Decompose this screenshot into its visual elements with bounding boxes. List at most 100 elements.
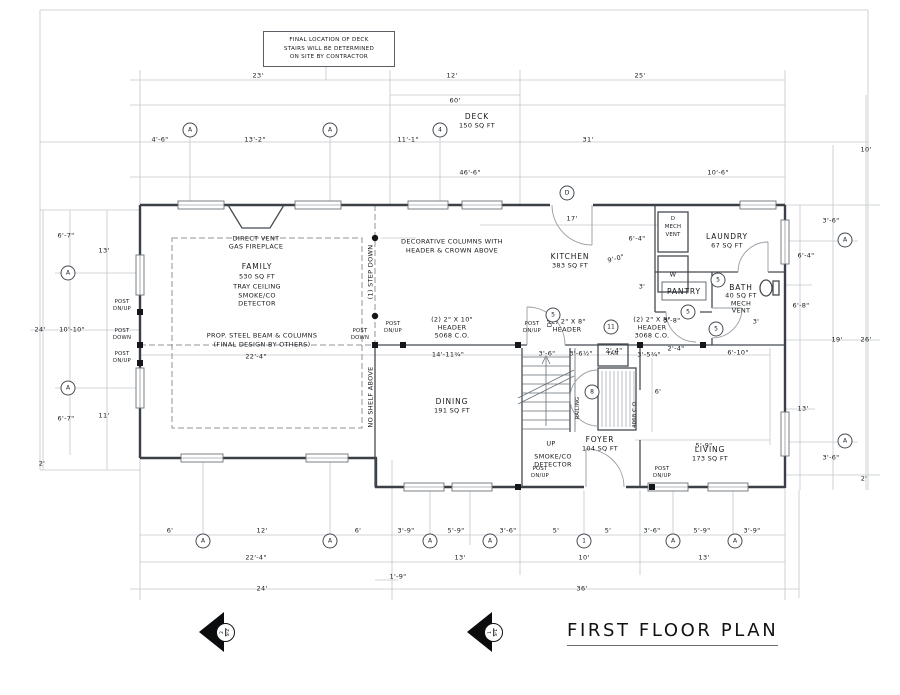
section-number: 1 xyxy=(487,631,493,634)
window-marker: A xyxy=(837,232,853,248)
dim-label: 12' xyxy=(446,71,458,80)
dim-label: 4'-6" xyxy=(151,135,169,144)
windows xyxy=(135,200,790,492)
dim-label: 3'-5¾" xyxy=(637,350,661,359)
dim-label: 46'-6" xyxy=(459,168,481,177)
room-name-laundry: LAUNDRY xyxy=(706,232,748,242)
dim-label: 31' xyxy=(582,135,594,144)
section-bubble: 1 S-1 xyxy=(484,623,503,642)
section-number: 2 xyxy=(219,631,225,634)
room-name-deck: DECK xyxy=(464,112,490,122)
dim-label: 17' xyxy=(566,214,578,223)
dim-label: 11' xyxy=(98,411,110,420)
window-marker: A xyxy=(60,380,76,396)
room-name-pantry: PANTRY xyxy=(666,287,702,297)
no-shelf-note: NO SHELF ABOVE xyxy=(366,366,375,428)
washer-box xyxy=(657,255,689,293)
post-label: POST xyxy=(114,328,130,335)
room-note: SMOKE/CO xyxy=(238,291,276,300)
room-name-dining: DINING xyxy=(435,397,469,407)
note-line: STAIRS WILL BE DETERMINED xyxy=(283,45,375,52)
dim-label: 3'-6" xyxy=(643,526,661,535)
dim-label: 6'-4" xyxy=(797,251,815,260)
step-down-note: (1) STEP DOWN xyxy=(366,244,375,300)
post-label: DN/UP xyxy=(523,328,541,335)
door-marker: 8 xyxy=(584,384,600,400)
dim-label: 3'-8" xyxy=(663,316,681,325)
post-label: DN/UP xyxy=(384,328,402,335)
drawing-title: FIRST FLOOR PLAN xyxy=(567,620,779,646)
dim-label: 6' xyxy=(166,526,174,535)
window-marker: A xyxy=(60,265,76,281)
dim-label: 2' xyxy=(860,474,868,483)
section-sheet: S-2 xyxy=(225,628,232,637)
dim-label: 3'-6" xyxy=(499,526,517,535)
door-marker: 1 xyxy=(576,533,592,549)
door-marker: 11 xyxy=(603,319,619,335)
dim-label: 10' xyxy=(578,553,590,562)
dim-label: 6'-7" xyxy=(57,414,75,423)
room-area-laundry: 67 SQ FT xyxy=(711,241,743,250)
dim-label: 60' xyxy=(449,96,461,105)
dim-label: 19' xyxy=(831,335,843,344)
interior-walls xyxy=(227,204,785,487)
dim-label: 24' xyxy=(256,584,268,593)
dim-label: 2'-4" xyxy=(605,346,623,355)
header-note: (2) 2" X 8" xyxy=(548,317,586,326)
toilet xyxy=(759,279,773,297)
dim-label: 13'-2" xyxy=(244,135,266,144)
dim-label: 1'-9" xyxy=(389,572,407,581)
dim-label: 25' xyxy=(634,71,646,80)
room-area-family: 530 SQ FT xyxy=(238,272,276,281)
dim-label: 10' xyxy=(860,145,872,154)
dim-label: 10'-10" xyxy=(59,325,85,334)
dim-label: 13' xyxy=(698,553,710,562)
dim-label: 3'-6" xyxy=(538,349,556,358)
dim-label: 5'-9" xyxy=(447,526,465,535)
section-marker-1: 1 S-1 xyxy=(467,612,513,652)
room-area-kitchen: 383 SQ FT xyxy=(551,261,589,270)
header-note: HEADER xyxy=(552,325,582,334)
post-label: DOWN xyxy=(350,335,370,342)
dim-label: 5'-9" xyxy=(695,441,713,450)
post-label: POST xyxy=(114,351,130,358)
post-label: DN/UP xyxy=(653,473,671,480)
decorative-columns-note: DECORATIVE COLUMNS WITH xyxy=(401,237,503,246)
header-note: HEADER xyxy=(437,323,467,332)
stairs xyxy=(517,348,576,432)
smoke-detector-note: SMOKE/CO xyxy=(534,452,572,461)
fan-label: FAN xyxy=(607,351,619,358)
window-marker: A xyxy=(837,433,853,449)
room-note: TRAY CEILING xyxy=(233,282,281,291)
fan-closet xyxy=(597,343,629,367)
section-bubble: 2 S-2 xyxy=(216,623,235,642)
section-sheet: S-1 xyxy=(493,628,500,637)
dim-label: 13' xyxy=(454,553,466,562)
dim-label: 5' xyxy=(552,526,560,535)
dim-label: 5' xyxy=(604,526,612,535)
washer-label: W xyxy=(669,270,677,279)
dim-label: 2'-4" xyxy=(667,344,685,353)
dim-label: 6'-8" xyxy=(792,301,810,310)
dim-label: 26' xyxy=(860,335,872,344)
fireplace-note: GAS FIREPLACE xyxy=(228,242,284,251)
note-line: FINAL LOCATION OF DECK xyxy=(289,37,369,43)
dim-label: 3'-6" xyxy=(822,453,840,462)
dim-label: 22'-4" xyxy=(245,352,267,361)
room-name-family: FAMILY xyxy=(241,262,273,272)
room-area-living: 173 SQ FT xyxy=(691,454,729,463)
door-marker: 5 xyxy=(545,307,561,323)
bath-vent-note: VENT xyxy=(731,306,751,315)
smoke-detector-note: DETECTOR xyxy=(534,460,572,469)
dim-label: 5'-9" xyxy=(693,526,711,535)
fireplace-note: DIRECT VENT xyxy=(232,234,280,243)
dryer-box xyxy=(657,211,689,253)
room-name-bath: BATH xyxy=(729,283,753,293)
deck-stairs-note: FINAL LOCATION OF DECK STAIRS WILL BE DE… xyxy=(263,31,395,67)
window-marker: A xyxy=(322,122,338,138)
header-note: HEADER xyxy=(637,323,667,332)
dryer-vent-note: MECH xyxy=(664,224,682,231)
door-marker: 5 xyxy=(680,304,696,320)
window-marker: A xyxy=(665,533,681,549)
